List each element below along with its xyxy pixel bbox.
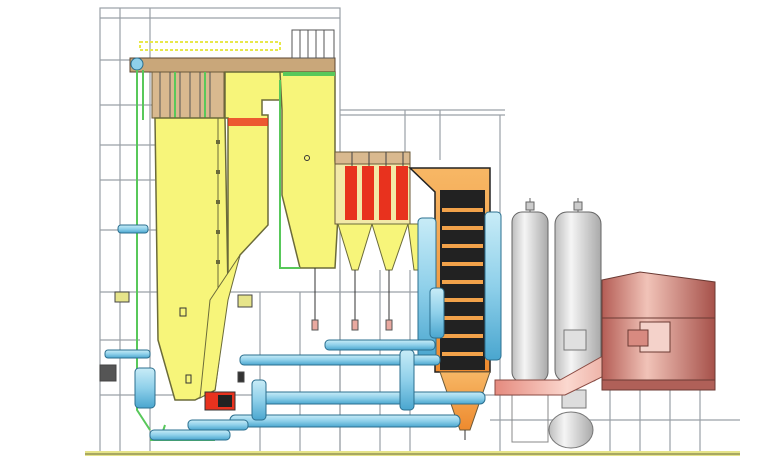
air-preheater (408, 167, 491, 440)
air-ducts (104, 211, 502, 441)
silo-left (511, 198, 549, 443)
back-pass (279, 71, 339, 269)
superheater-block (311, 151, 431, 331)
silo-right (548, 198, 602, 449)
top-headers (129, 29, 336, 73)
side-valves (99, 291, 253, 383)
bottom-burner (204, 391, 236, 411)
induced-draft-fan (601, 271, 716, 391)
